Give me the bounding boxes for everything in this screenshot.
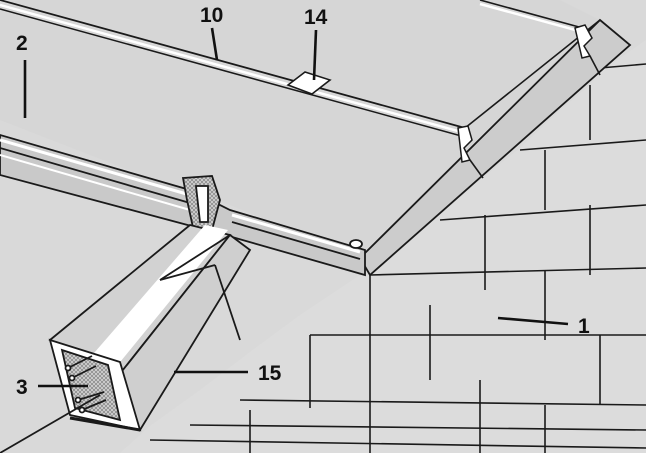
roof-panel-top (0, 0, 632, 277)
connector-plate (286, 71, 332, 95)
brick-wall (120, 40, 646, 453)
callout-2: 2 (16, 32, 28, 55)
eave-beam (0, 134, 366, 277)
callout-3: 3 (16, 376, 28, 399)
callout-1: 1 (578, 315, 590, 338)
callout-10: 10 (200, 4, 223, 27)
rafter-beam (0, 224, 252, 453)
callout-15: 15 (258, 362, 282, 385)
leader-lines (23, 27, 569, 388)
callout-14: 14 (304, 6, 328, 29)
